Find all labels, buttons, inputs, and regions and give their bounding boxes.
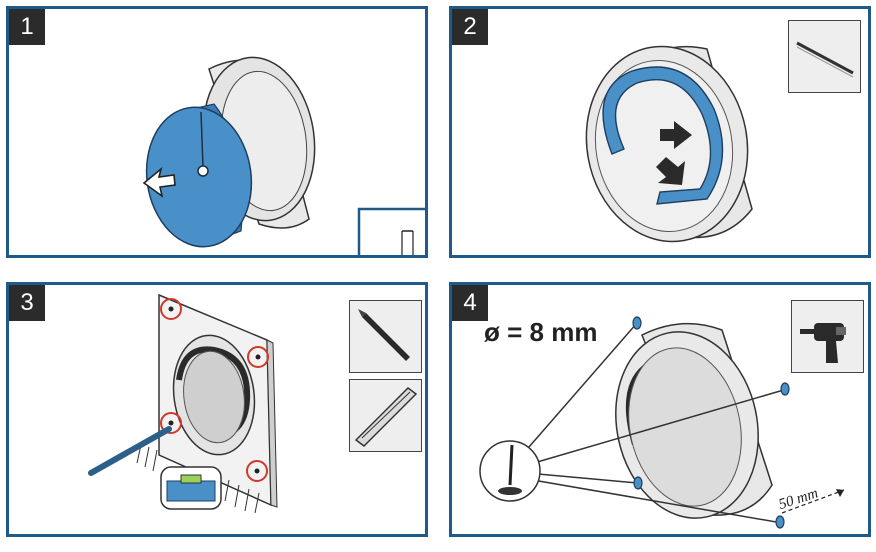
- step-number: 4: [452, 285, 488, 321]
- tool-box: [788, 20, 861, 93]
- step-number: 3: [9, 285, 45, 321]
- pencil-icon: [88, 426, 172, 476]
- diameter-label: ø = 8 mm: [484, 317, 598, 347]
- step-number: 2: [452, 9, 488, 45]
- spirit-level-icon: [160, 466, 222, 510]
- step-1-illustration: [142, 56, 425, 255]
- sealant-strip-icon: [796, 41, 854, 78]
- step-4-panel: ø = 8 mm 50 mm 4: [449, 282, 871, 537]
- seal-strip-icon: [602, 66, 724, 205]
- pencil-tool-icon: [358, 309, 410, 361]
- step-1-panel: 1: [6, 6, 428, 258]
- drill-icon: [800, 323, 846, 363]
- step-4-illustration: [479, 316, 845, 529]
- step-3-panel: 3: [6, 282, 428, 537]
- step-3-illustration: [88, 293, 278, 514]
- step-2-illustration: [585, 45, 753, 243]
- step-2-panel: 2: [449, 6, 871, 258]
- level-tool-icon: [354, 387, 418, 447]
- dowel-icon: [632, 316, 790, 529]
- rotate-arrows-icon: [656, 121, 692, 185]
- tool-box: [349, 300, 422, 373]
- tool-box: [791, 300, 864, 373]
- step-number: 1: [9, 9, 45, 45]
- tool-box: [349, 379, 422, 452]
- remove-arrow-icon: [142, 166, 176, 198]
